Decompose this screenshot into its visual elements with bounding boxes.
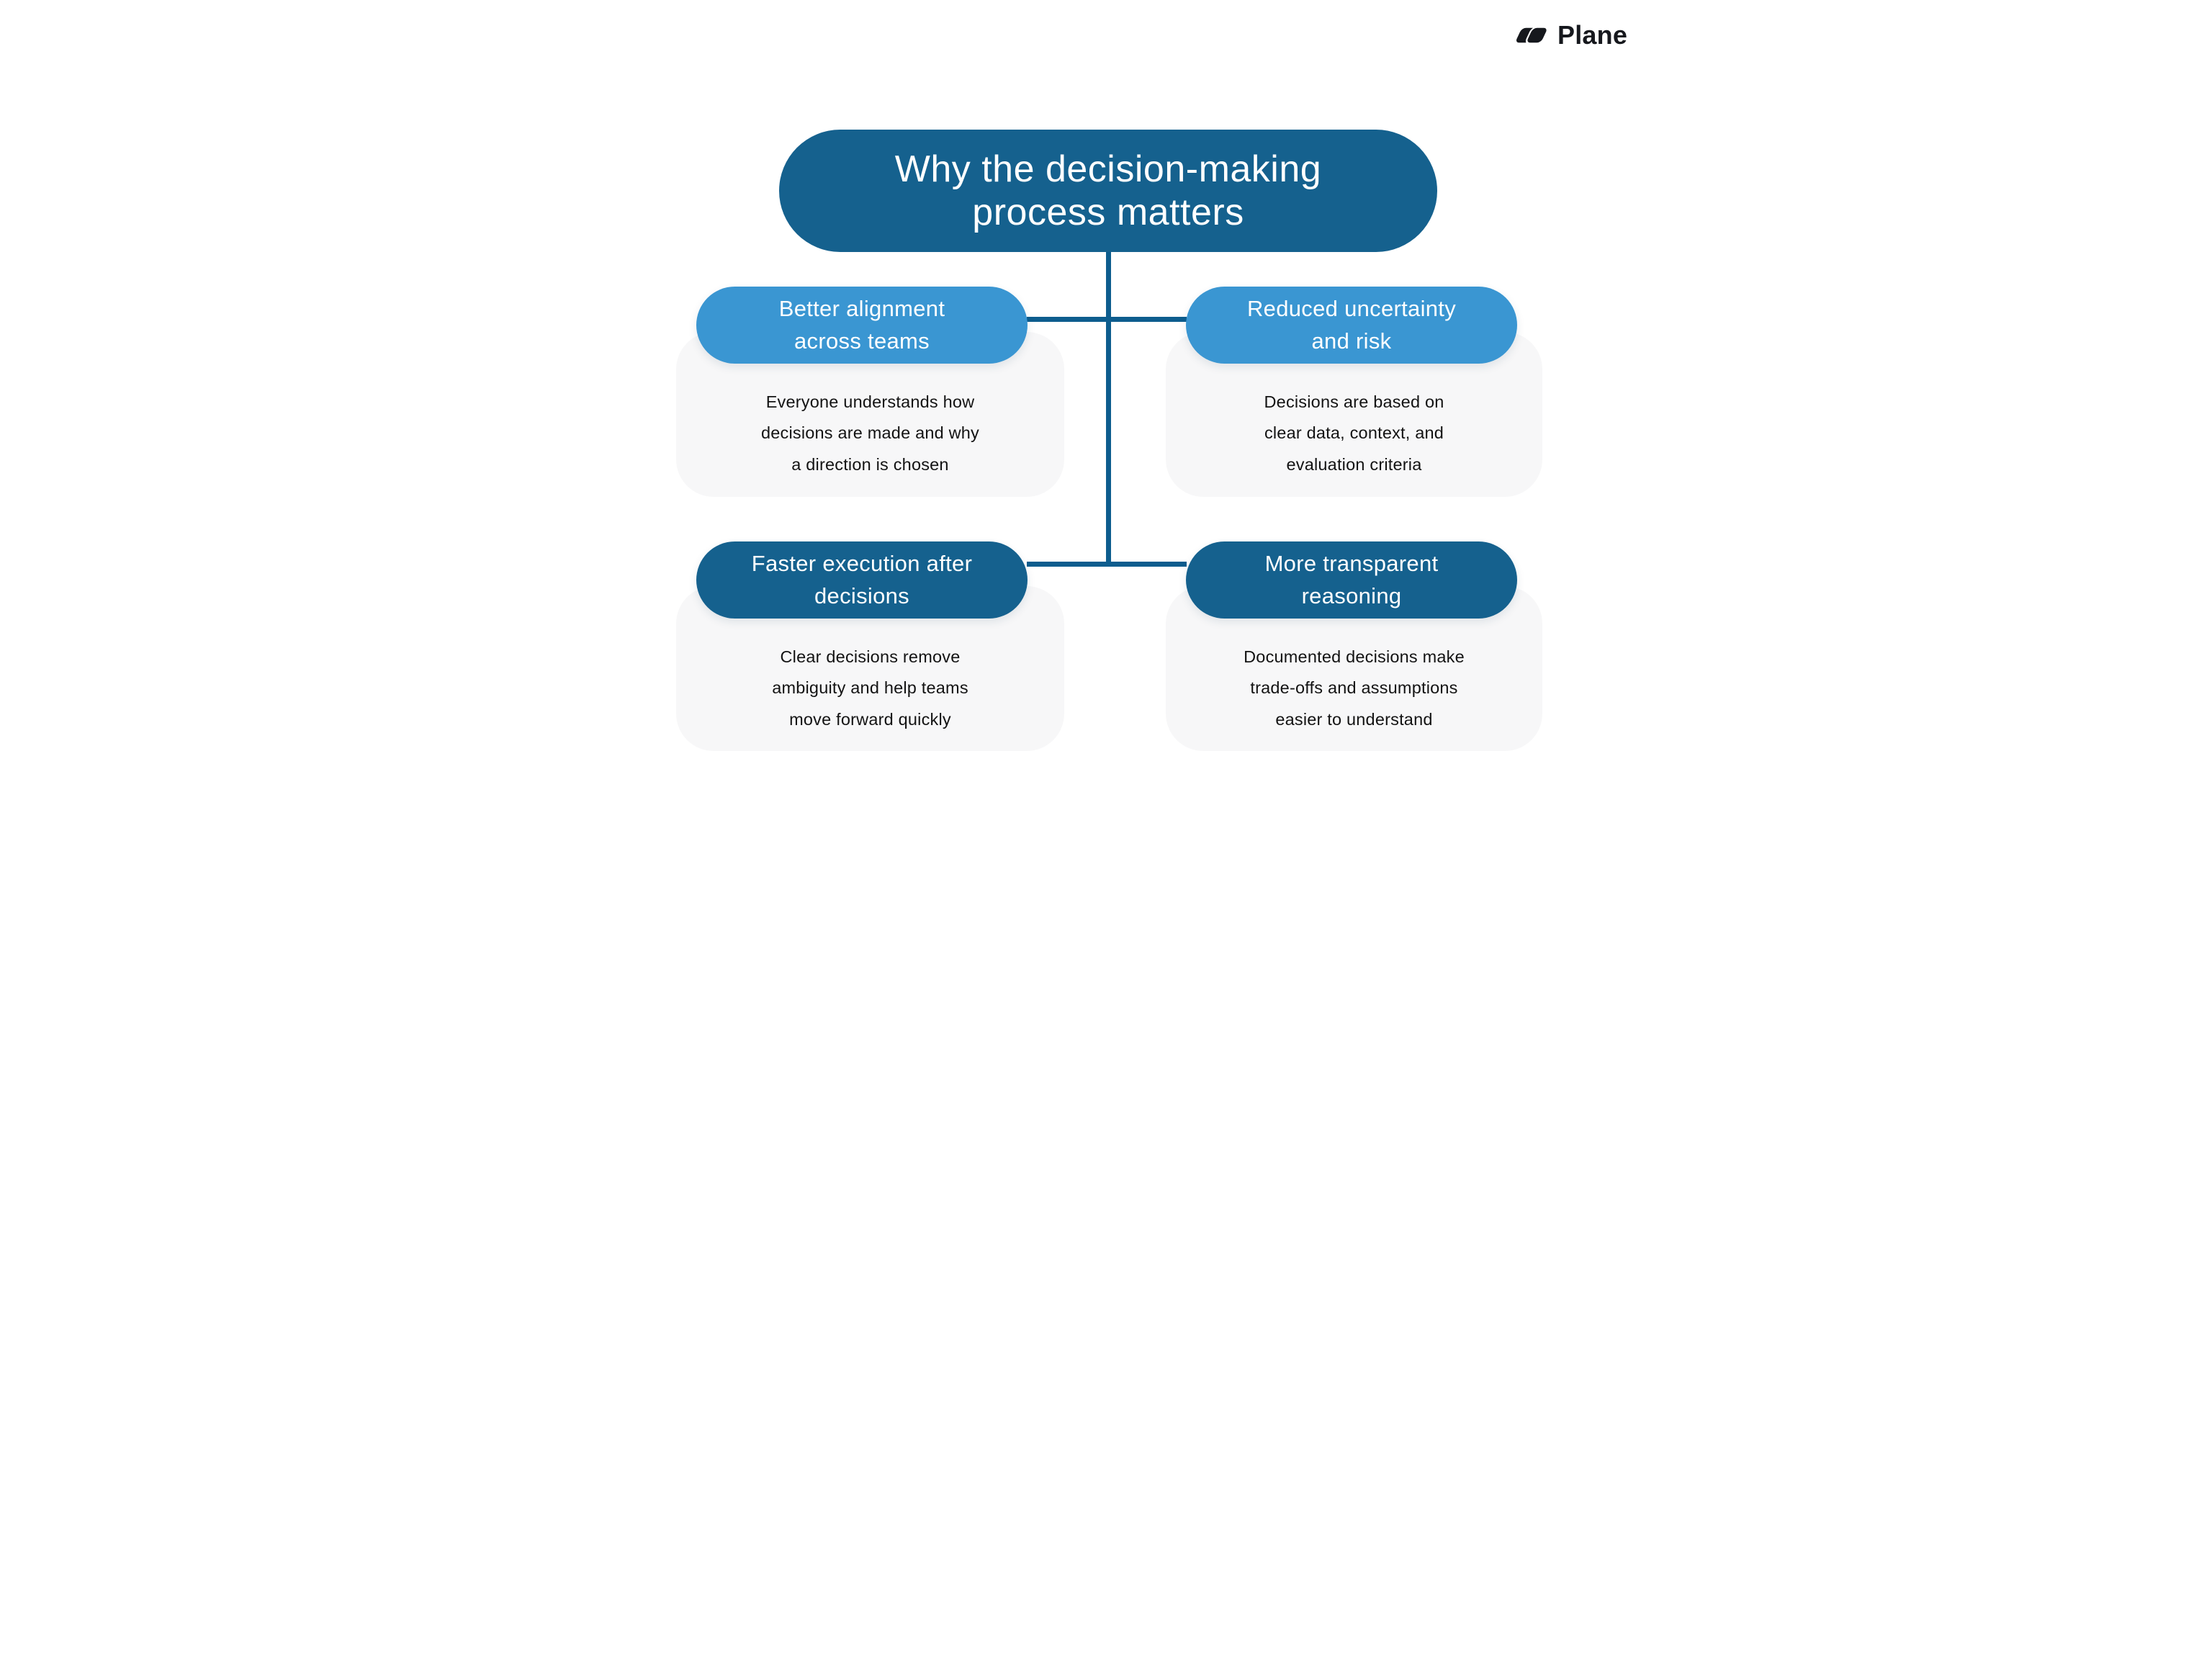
plane-logo-icon bbox=[1516, 26, 1549, 45]
body-reduced-uncertainty-text: Decisions are based on clear data, conte… bbox=[1264, 392, 1444, 474]
body-faster-execution-text: Clear decisions remove ambiguity and hel… bbox=[772, 647, 968, 729]
connector-trunk-line bbox=[1106, 251, 1111, 567]
brand-logo: Plane bbox=[1513, 20, 1627, 50]
connector-bottom-line bbox=[1027, 562, 1187, 567]
pill-faster-execution-label: Faster execution after decisions bbox=[751, 550, 973, 608]
pill-better-alignment-label: Better alignment across teams bbox=[778, 295, 945, 354]
body-transparent-reasoning: Documented decisions make trade-offs and… bbox=[1166, 628, 1542, 749]
body-better-alignment: Everyone understands how decisions are m… bbox=[676, 373, 1064, 494]
body-reduced-uncertainty: Decisions are based on clear data, conte… bbox=[1166, 373, 1542, 494]
pill-faster-execution: Faster execution after decisions bbox=[696, 541, 1028, 619]
connector-top-line bbox=[1027, 317, 1187, 322]
brand-name: Plane bbox=[1557, 20, 1628, 50]
pill-transparent-reasoning-label: More transparent reasoning bbox=[1264, 550, 1439, 608]
main-title-box: Why the decision-making process matters bbox=[779, 130, 1437, 252]
pill-transparent-reasoning: More transparent reasoning bbox=[1186, 541, 1517, 619]
pill-better-alignment: Better alignment across teams bbox=[696, 287, 1028, 364]
body-better-alignment-text: Everyone understands how decisions are m… bbox=[760, 392, 980, 474]
body-faster-execution: Clear decisions remove ambiguity and hel… bbox=[676, 628, 1064, 749]
pill-reduced-uncertainty-label: Reduced uncertainty and risk bbox=[1246, 295, 1457, 354]
pill-reduced-uncertainty: Reduced uncertainty and risk bbox=[1186, 287, 1517, 364]
infographic-canvas: Plane Why the decision-making process ma… bbox=[553, 0, 1659, 830]
main-title: Why the decision-making process matters bbox=[894, 148, 1322, 233]
body-transparent-reasoning-text: Documented decisions make trade-offs and… bbox=[1244, 647, 1465, 729]
